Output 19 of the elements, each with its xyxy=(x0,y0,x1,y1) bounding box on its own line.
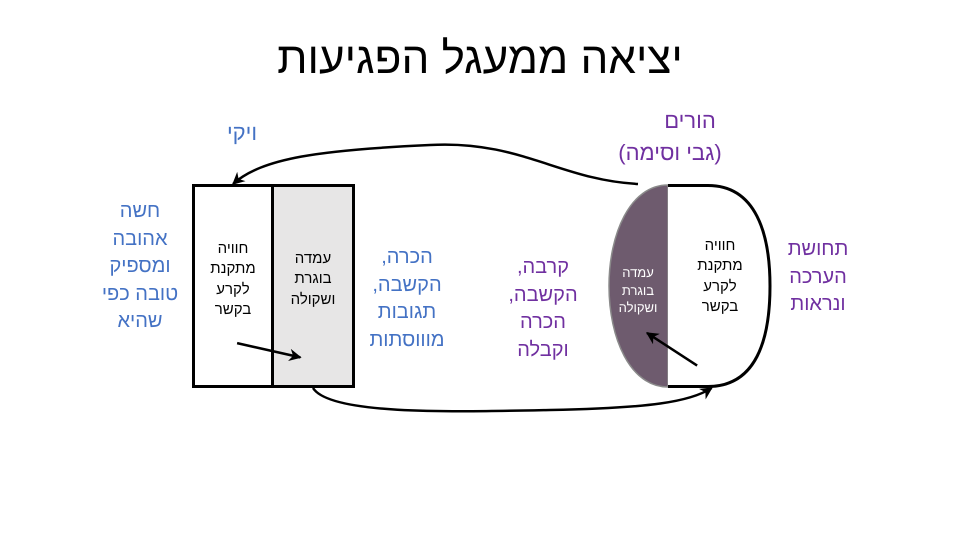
process-box xyxy=(271,184,355,388)
node-text: חוויה מתקנת לקרע בקשר xyxy=(696,236,744,317)
arrow xyxy=(236,342,302,362)
label-text: הורים xyxy=(663,107,717,135)
label-text: (גבי וסימה) xyxy=(617,139,723,167)
arrow xyxy=(312,386,713,412)
process-box xyxy=(192,184,274,388)
title: יציאה ממעגל הפגיעות xyxy=(276,34,684,84)
label-text: תחושת הערכה ונראות xyxy=(786,237,850,318)
arrow xyxy=(646,332,698,367)
label-text: הכרה, הקשבה, תגובות מוווסתות xyxy=(368,245,446,353)
label-text: קרבה, הקשבה, הכרה וקבלה xyxy=(507,255,579,363)
arrow xyxy=(232,143,638,186)
node-text: חוויה מתקנת לקרע בקשר xyxy=(209,239,257,320)
label-text: ויקי xyxy=(226,119,258,147)
rounded-process-shape xyxy=(668,184,772,388)
node-text: עמדה בוגרת ושקולה xyxy=(290,249,336,310)
label-text: חשה אהובה ומספיק טובה כפי שהיא xyxy=(100,199,180,334)
node-text: עמדה בוגרת ושקולה xyxy=(618,264,658,317)
